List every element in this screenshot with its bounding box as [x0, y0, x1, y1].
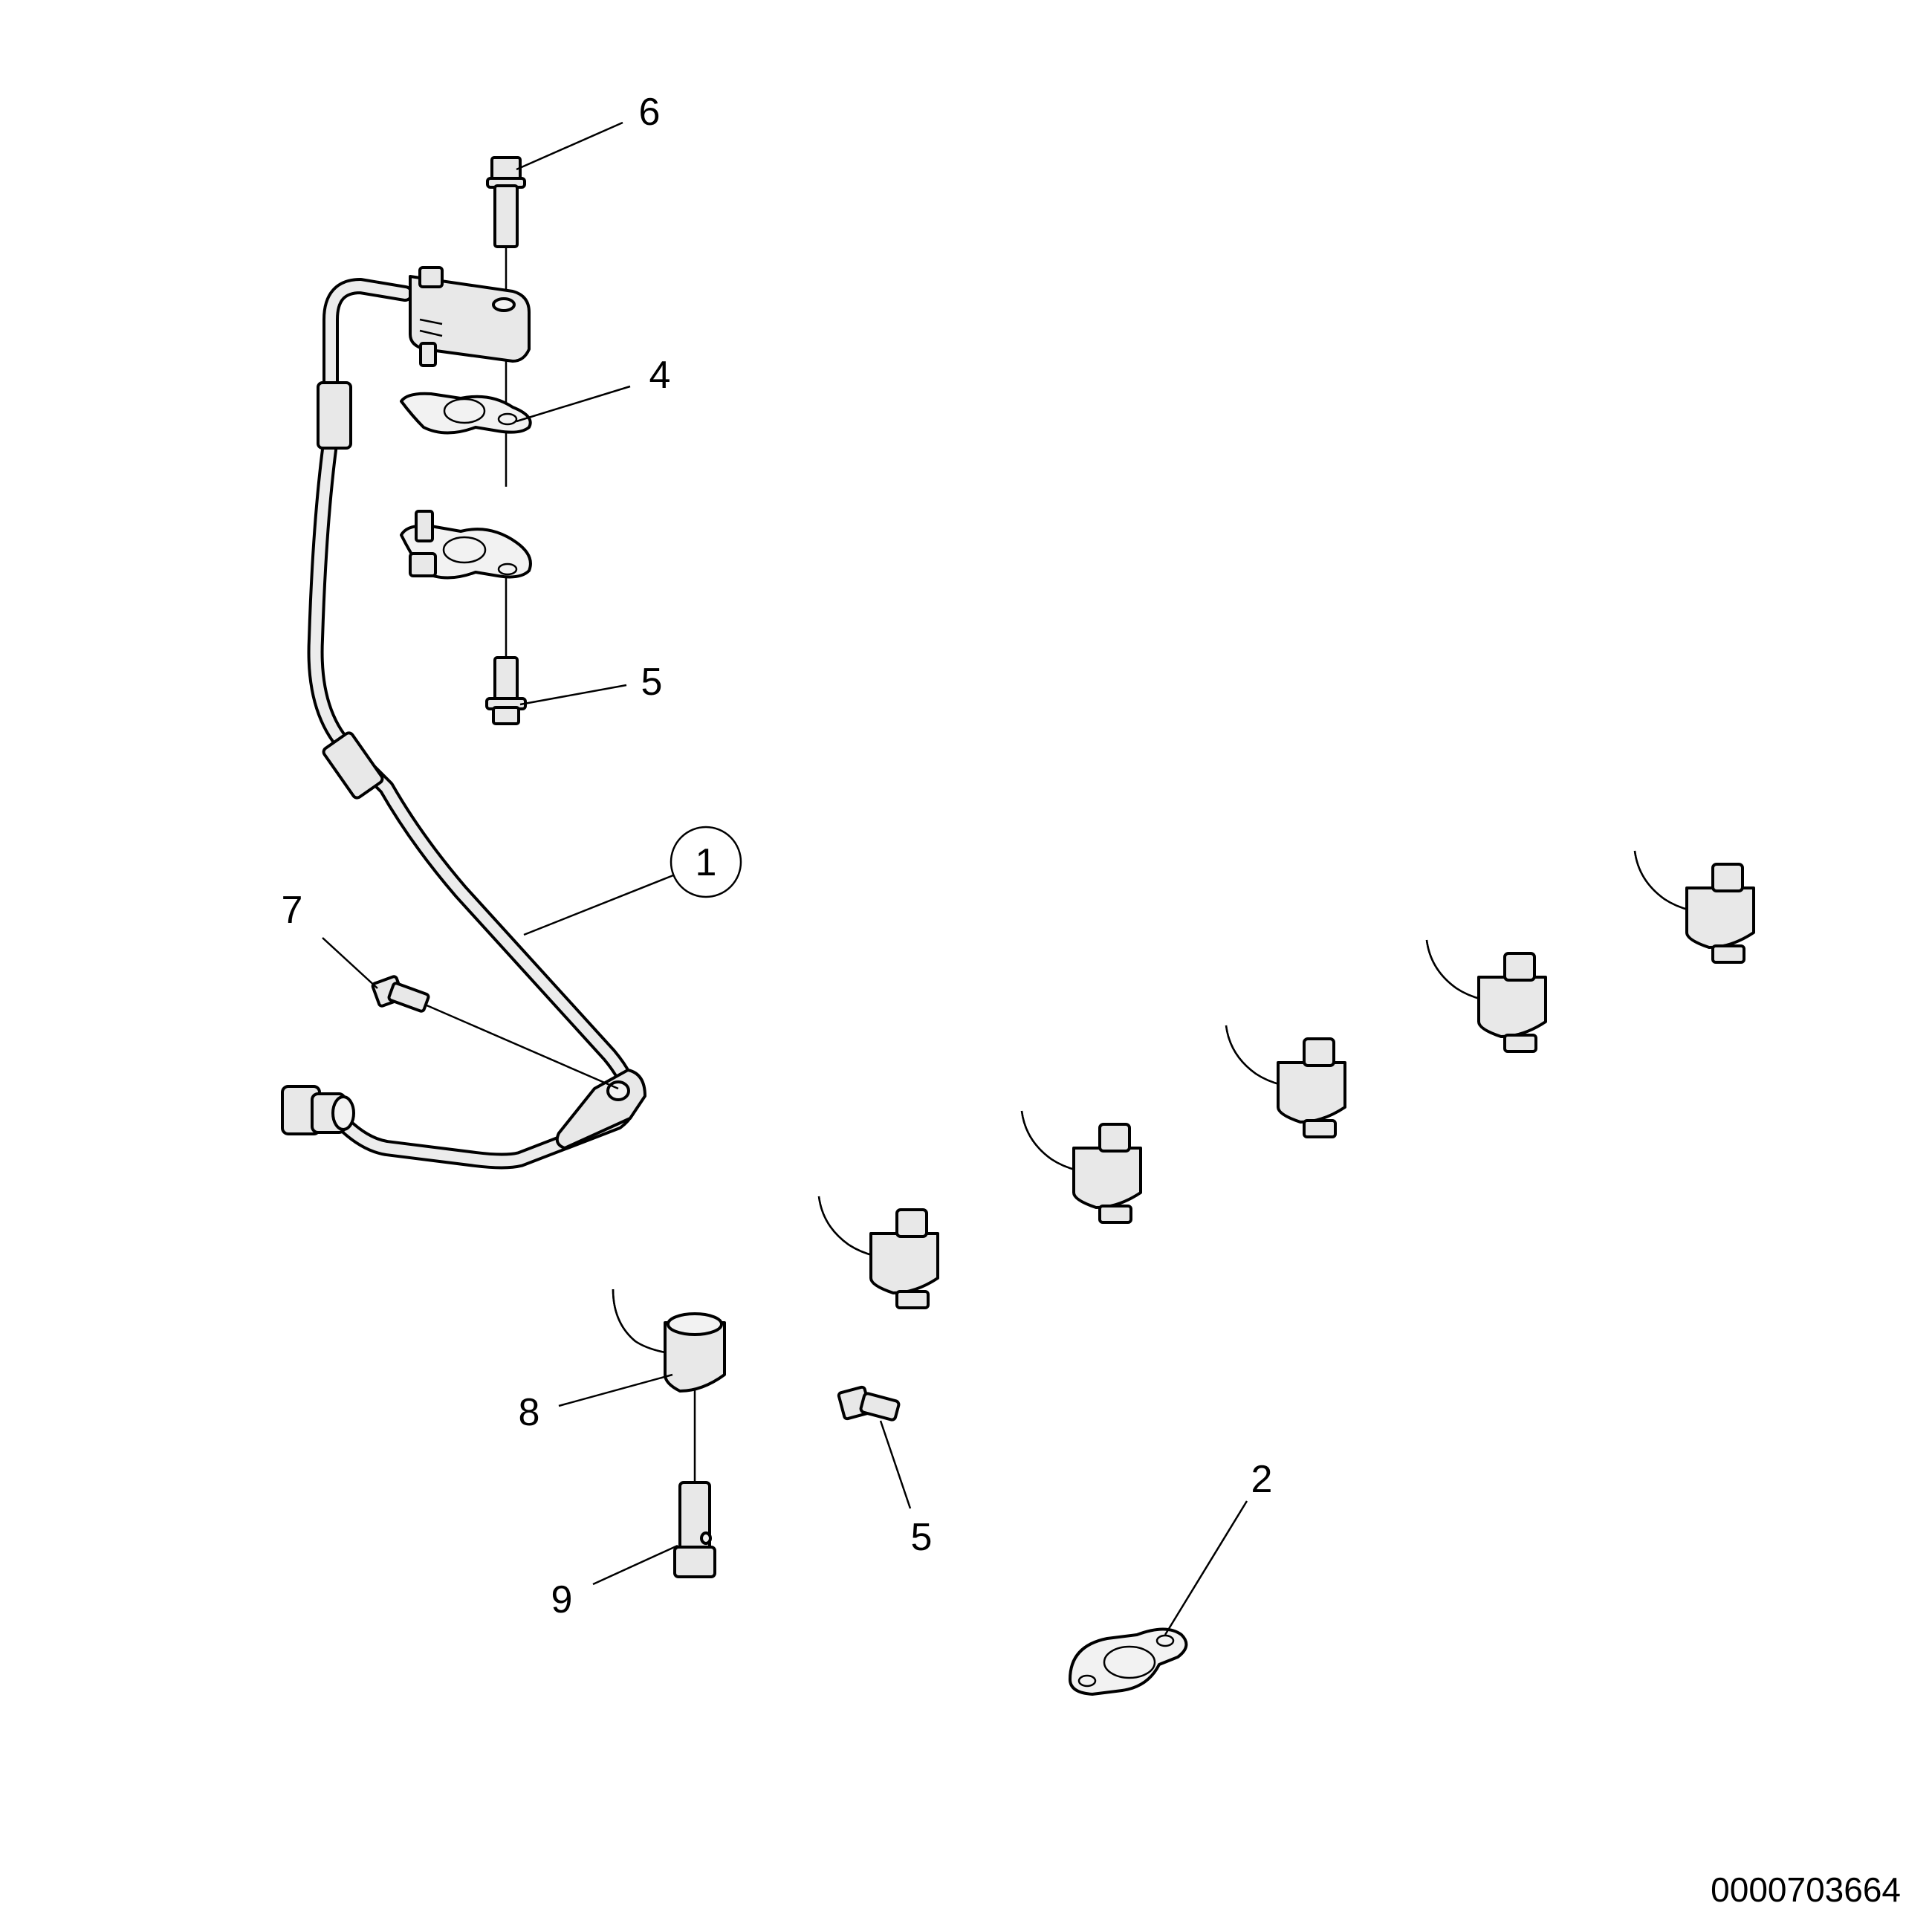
- lower-flange: [400, 510, 532, 580]
- callout-7: 7: [282, 889, 303, 932]
- callout-1-circle: [670, 826, 742, 898]
- injector-pipes: [612, 850, 1755, 1393]
- injector-pipe-4: [1020, 1110, 1142, 1224]
- document-number: 0000703664: [1711, 1870, 1901, 1909]
- callout-6: 6: [639, 91, 661, 134]
- oil-pipe-assembly: [281, 266, 646, 1170]
- callout-8: 8: [519, 1391, 540, 1434]
- injector-pipe-2: [1425, 939, 1547, 1053]
- callout-9: 9: [551, 1578, 573, 1621]
- callout-5-upper: 5: [641, 661, 663, 704]
- gasket-4: [400, 392, 532, 435]
- bolt-5-lower: [837, 1385, 901, 1422]
- bolt-5-upper: [485, 656, 527, 725]
- callout-4: 4: [649, 354, 671, 397]
- gasket-2: [1069, 1627, 1188, 1696]
- callout-2: 2: [1251, 1458, 1273, 1501]
- injector-pipe-8: [612, 1288, 726, 1393]
- injector-pipe-5: [817, 1196, 939, 1309]
- callout-5-lower: 5: [911, 1516, 933, 1559]
- injector-pipe-1: [1633, 850, 1755, 964]
- injector-pipe-3: [1225, 1025, 1346, 1138]
- bolt-7: [371, 975, 619, 1090]
- leader-lines: [322, 121, 1248, 1636]
- bolt-6: [486, 156, 526, 290]
- banjo-bolt-9: [673, 1390, 716, 1578]
- callouts: 1 2 4 5 5 6 7 8 9: [282, 91, 1273, 1621]
- callout-1: 1: [696, 841, 717, 884]
